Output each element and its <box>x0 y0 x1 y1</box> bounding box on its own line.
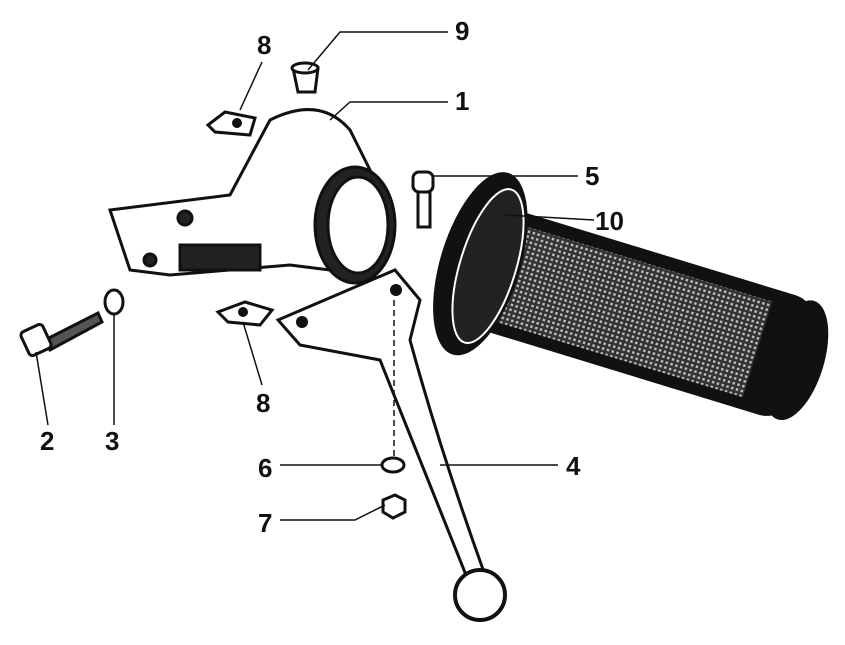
callout-8-upper: 8 <box>257 30 272 60</box>
callout-5: 5 <box>585 161 600 191</box>
housing-part <box>107 108 397 285</box>
pivot-bolt-part <box>411 170 435 229</box>
callout-1: 1 <box>455 86 470 116</box>
callout-10: 10 <box>595 206 624 236</box>
nut-part <box>381 493 407 520</box>
clip-upper-part <box>205 110 257 137</box>
callout-4: 4 <box>566 451 581 481</box>
cap-part <box>290 61 320 94</box>
washer-part <box>103 288 125 316</box>
callout-9: 9 <box>455 16 470 46</box>
leader-lines <box>35 31 595 521</box>
clamp-bolt-part <box>19 310 104 358</box>
callout-2: 2 <box>40 426 55 456</box>
callout-3: 3 <box>105 426 120 456</box>
callout-8-lower: 8 <box>256 388 271 418</box>
callout-7: 7 <box>258 508 273 538</box>
callout-6: 6 <box>258 453 273 483</box>
grip-part <box>433 172 829 421</box>
lock-washer-part <box>380 456 406 474</box>
